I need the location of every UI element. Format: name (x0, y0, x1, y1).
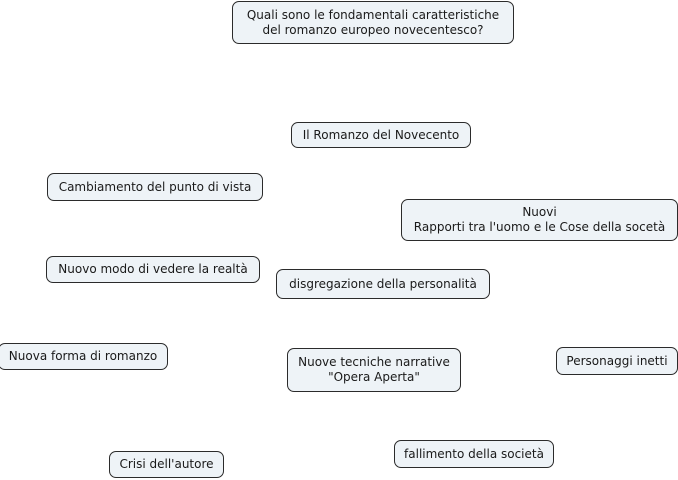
node-nuovi-rapporti-text: Nuovi Rapporti tra l'uomo e le Cose dell… (413, 205, 666, 234)
node-personaggi-inetti[interactable]: Personaggi inetti (556, 347, 678, 375)
node-nuove-tecniche-text: Nuove tecniche narrative "Opera Aperta" (298, 355, 450, 384)
node-disgregazione-personalita[interactable]: disgregazione della personalità (276, 269, 490, 299)
node-nuova-forma-romanzo[interactable]: Nuova forma di romanzo (0, 343, 168, 370)
node-crisi-autore[interactable]: Crisi dell'autore (109, 451, 224, 478)
node-fallimento-societa[interactable]: fallimento della società (394, 440, 554, 468)
central-question-node[interactable]: Quali sono le fondamentali caratteristic… (232, 1, 514, 44)
node-crisi-text: Crisi dell'autore (119, 457, 214, 471)
node-fallimento-text: fallimento della società (404, 446, 544, 461)
node-cambiamento-punto-di-vista[interactable]: Cambiamento del punto di vista (47, 173, 263, 201)
node-nuovi-rapporti[interactable]: Nuovi Rapporti tra l'uomo e le Cose dell… (401, 199, 678, 241)
central-question-text: Quali sono le fondamentali caratteristic… (246, 7, 500, 37)
title-node-text: Il Romanzo del Novecento (302, 127, 460, 142)
title-node[interactable]: Il Romanzo del Novecento (291, 122, 471, 148)
node-personaggi-text: Personaggi inetti (566, 353, 668, 368)
node-cambiamento-text: Cambiamento del punto di vista (58, 179, 252, 194)
node-disgregazione-text: disgregazione della personalità (289, 276, 477, 291)
node-nuove-tecniche-narrative[interactable]: Nuove tecniche narrative "Opera Aperta" (287, 348, 461, 392)
node-nuova-forma-text: Nuova forma di romanzo (8, 349, 158, 363)
node-nuovo-modo-text: Nuovo modo di vedere la realtà (58, 262, 248, 276)
node-nuovo-modo-realta[interactable]: Nuovo modo di vedere la realtà (46, 256, 260, 283)
